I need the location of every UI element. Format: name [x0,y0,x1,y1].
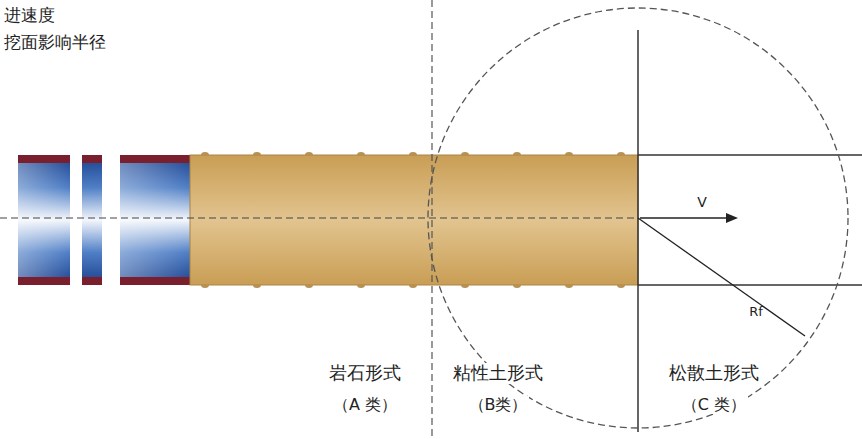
radius-line [638,218,805,336]
zone-class: （A 类） [331,396,399,414]
zone-divider [431,0,432,439]
influence-circle [428,8,848,428]
tunnel-body [190,155,638,285]
symbol-label: V [695,194,709,210]
zone-name: 粘性土形式 [451,363,545,384]
zone-name: 岩石形式 [327,363,403,384]
zone-class: （B类） [467,396,530,414]
legend-note: 挖面影响半径 [2,33,108,53]
surface-bumps [201,152,625,288]
zone-class: （C 类） [680,396,748,414]
legend-note: 进速度 [2,6,57,26]
shield-segments [18,155,190,285]
boundary-line [638,154,862,155]
boundary-line [638,284,862,285]
symbol-label: Rf [747,305,765,320]
zone-name: 松散土形式 [667,363,761,384]
face-line [637,30,639,432]
center-line [0,217,638,218]
velocity-arrow [640,217,728,219]
arrow-head [726,213,738,223]
